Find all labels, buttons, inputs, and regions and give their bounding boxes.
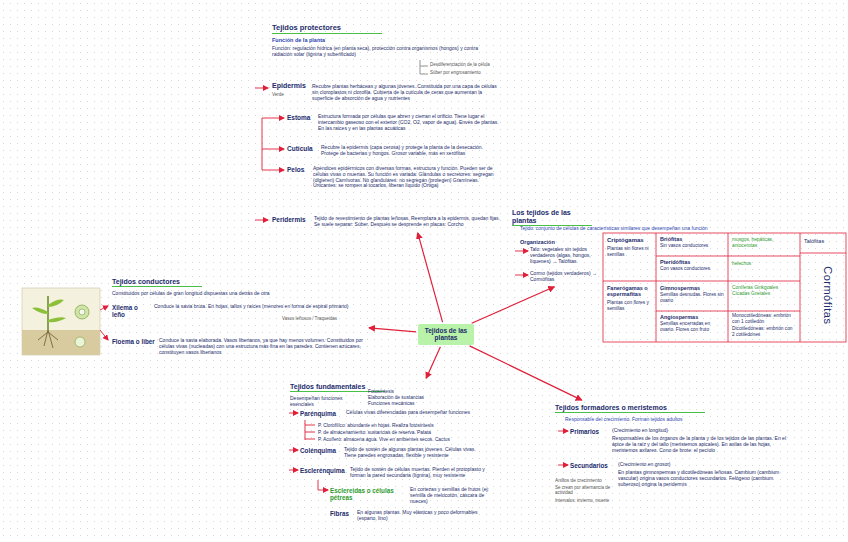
- central-topic: Tejidos de las plantas: [418, 324, 474, 345]
- note-label: Briófitas: [660, 236, 720, 242]
- topic-heading: Esclereidas o células pétreas: [330, 487, 408, 501]
- topic-text: Recubre la epidermis (capa cerosa) y pro…: [321, 145, 501, 157]
- topic-text: Responsables de los órganos de la planta…: [612, 436, 790, 453]
- topic-heading: Parénquima: [300, 410, 344, 417]
- topic-heading: Fibras: [330, 510, 354, 517]
- topic-heading: Tejidos formadores o meristemos: [555, 404, 705, 413]
- topic-heading: Tejidos de las plantas: [421, 327, 471, 342]
- topic-text: Responsable del crecimiento. Forman teji…: [565, 417, 765, 423]
- topic-heading: Primarios: [570, 428, 610, 435]
- branch-connector: [470, 346, 582, 400]
- classification-table: [603, 233, 846, 342]
- topic-text: En cortezas y semillas de frutos (ej: se…: [410, 487, 495, 504]
- topic-text: Cormo (tejidos verdaderos) → Cormófitas: [530, 271, 600, 283]
- topic-heading: Estoma: [287, 114, 317, 121]
- note-label: Semillas encerradas en ovario. Flores co…: [660, 321, 724, 332]
- branch-arrows: [100, 60, 568, 490]
- topic-heading: Floema o líber: [112, 338, 157, 345]
- topic-heading: Peridermis: [272, 216, 312, 223]
- note-label: Sin vasos conductores: [660, 243, 724, 249]
- topic-heading: Colénquima: [300, 447, 342, 454]
- note-label: Desdiferenciación de la célula: [430, 62, 515, 67]
- topic-text: Células vivas diferenciadas para desempe…: [346, 410, 471, 416]
- note-label: Semillas desnudas. Flores sin ovario: [660, 292, 724, 303]
- topic-text: Tejido de sostén de células muertas. Pie…: [350, 467, 490, 479]
- topic-text: Tejido: conjunto de células de caracterí…: [520, 226, 782, 232]
- topic-text: Tejido de sostén de algunas plantas jóve…: [344, 447, 484, 459]
- note-label: Intervalos: invierno, muerte: [555, 498, 613, 503]
- branch-connector: [472, 287, 555, 323]
- note-label: Fotosíntesis: [368, 389, 438, 395]
- note-label: Verde: [272, 92, 294, 97]
- note-label: Gimnospermas: [660, 285, 724, 291]
- note-label: Anillos de crecimiento: [555, 478, 613, 484]
- note-label: Plantas sin flores ni semillas: [607, 246, 654, 257]
- topic-section: Tejidos protectoresFunción de la plantaF…: [269, 21, 507, 231]
- topic-text: Recubre plantas herbáceas y algunas jóve…: [312, 84, 502, 101]
- note-label: Pteridófitas: [660, 259, 720, 265]
- note-label: Talófitas: [804, 238, 844, 244]
- note-label: Criptógamas: [607, 237, 654, 244]
- topic-heading: Tejidos conductores: [112, 278, 202, 287]
- topic-text: (Crecimiento en grosor): [618, 462, 708, 468]
- note-label: Se crean por alternancia de actividad: [555, 485, 613, 495]
- topic-heading: Epidermis: [272, 82, 310, 90]
- plant-illustration: [22, 288, 100, 355]
- topic-heading: Xilema o leño: [112, 304, 152, 318]
- topic-text: En plantas gimnospermas y dicotiledóneas…: [618, 470, 796, 487]
- topic-heading: Pelos: [287, 166, 311, 173]
- note-label: Súber por engrosamiento: [430, 70, 515, 75]
- topic-text: En algunas plantas. Muy elásticas y poco…: [357, 510, 487, 522]
- note-label: musgos, hepáticas, antocerotas: [732, 237, 796, 248]
- note-label: Con vasos conductores: [660, 266, 724, 272]
- topic-text: Tejido de revestimiento de plantas leños…: [314, 216, 504, 228]
- note-label: Coníferas Ginkgoales Cícadas Gnetales: [732, 285, 792, 296]
- note-label: Vasos leñosos / Traqueidas: [282, 316, 352, 321]
- note-label: Funciones mecánicas: [368, 401, 438, 407]
- topic-section: Tejidos formadores o meristemosResponsab…: [552, 401, 799, 490]
- topic-text: Desempeñan funciones esenciales: [290, 396, 362, 408]
- topic-heading: Función de la planta: [272, 37, 382, 43]
- topic-text: P. Clorofílico: abundante en hojas. Real…: [318, 423, 478, 429]
- note-label: Monocotiledóneas: embrión con 1 cotiledó…: [732, 313, 796, 324]
- topic-text: Talo: vegetales sin tejidos verdaderos (…: [530, 247, 600, 264]
- topic-heading: Esclerénquima: [300, 467, 348, 474]
- note-label: Elaboración de sustancias: [368, 395, 438, 401]
- note-label: Plantas con flores y semillas: [607, 300, 654, 311]
- topic-text: Estructura formada por células que abren…: [318, 114, 503, 131]
- topic-text: Conduce la savia bruta. En hojas, tallos…: [154, 304, 354, 310]
- topic-heading: Tejidos protectores: [272, 24, 382, 34]
- topic-text: Función: regulación hídrica (en planta s…: [272, 46, 482, 58]
- topic-text: Apéndices epidérmicos con diversas forma…: [313, 166, 503, 189]
- note-label: helechos: [732, 261, 792, 267]
- topic-heading: Cutícula: [287, 145, 319, 152]
- note-label: Fanerógamas o espermafitas: [607, 285, 654, 298]
- topic-text: (Crecimiento en longitud): [612, 428, 702, 434]
- topic-heading: Organización: [520, 239, 570, 245]
- branch-connector: [418, 233, 443, 322]
- note-label: Dicotiledóneas: embrión con 2 cotiledone…: [732, 326, 796, 337]
- branch-connector: [426, 347, 440, 378]
- topic-text: P. Acuífero: almacena agua. Vive en ambi…: [318, 437, 478, 443]
- topic-text: Constituidos por células de gran longitu…: [112, 291, 312, 297]
- topic-text: P. de almacenamiento: sustancias de rese…: [318, 430, 478, 436]
- group-label: Cormófitas: [822, 263, 835, 327]
- note-label: Angiospermas: [660, 314, 724, 320]
- branch-connector: [369, 328, 416, 332]
- topic-heading: Secundarios: [570, 462, 616, 469]
- topic-text: Conduce la savia elaborada. Vasos liberi…: [159, 338, 364, 355]
- topic-heading: Los tejidos de las plantas: [512, 209, 592, 226]
